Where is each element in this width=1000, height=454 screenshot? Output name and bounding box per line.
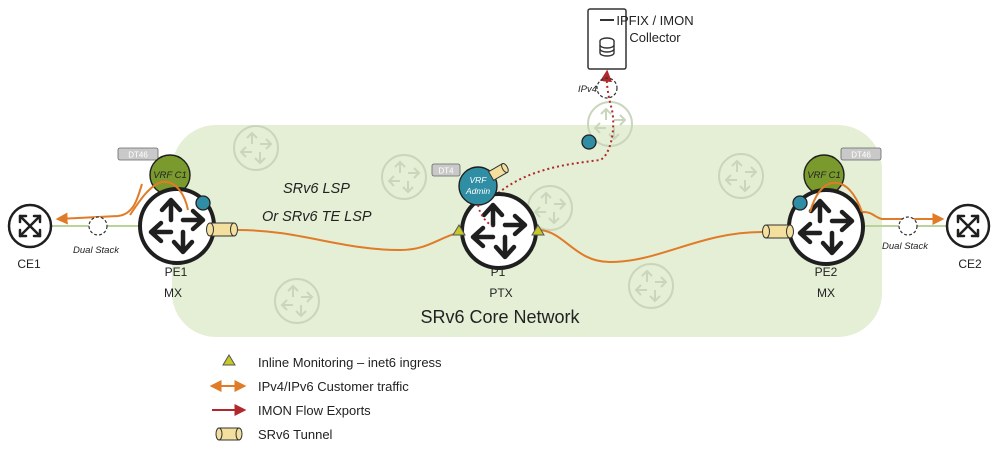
tunnel-icon [215, 427, 243, 441]
legend: Inline Monitoring – inet6 ingress IPv4/I… [209, 354, 442, 442]
pe2-type: MX [817, 286, 835, 300]
p1-router-icon [462, 194, 536, 268]
pe2-tunnel-icon [762, 224, 794, 239]
p1-tunnel-icon [487, 162, 509, 182]
pe2-interface-dot [792, 195, 808, 211]
pe1-interface-dot [195, 195, 211, 211]
p1-admin-label: Admin [465, 186, 490, 196]
pe1-vrf-label: VRF C1 [153, 170, 187, 181]
lsp-title: SRv6 LSP [283, 181, 350, 197]
pe2-dt46-tag [840, 147, 882, 161]
lsp-subtitle: Or SRv6 TE LSP [262, 209, 372, 225]
legend-item-exports: IMON Flow Exports [258, 403, 371, 418]
legend-item-monitoring: Inline Monitoring – inet6 ingress [258, 355, 442, 370]
pe2-name: PE2 [815, 265, 838, 279]
ce2-dual-stack-marker [898, 216, 918, 236]
p1-type: PTX [489, 286, 512, 300]
p1-monitor-left [452, 224, 466, 236]
triangle-icon [222, 354, 236, 366]
core-network-label: SRv6 Core Network [420, 307, 580, 327]
collector-title: IPFIX / IMON [616, 13, 693, 28]
pe1-name: PE1 [165, 265, 188, 279]
pe1-dt46-tag [117, 147, 159, 161]
ce1-label: CE1 [17, 257, 41, 271]
ce1-dual-stack-label: Dual Stack [73, 245, 120, 256]
legend-item-tunnel: SRv6 Tunnel [258, 427, 333, 442]
p1-vrf-label: VRF [470, 175, 488, 185]
pe1-type: MX [164, 286, 182, 300]
pe1-dt46-text: DT46 [128, 151, 148, 160]
ce2-label: CE2 [958, 257, 982, 271]
traffic-ce2 [847, 210, 945, 225]
p1-dt4-tag [431, 163, 461, 177]
ce1-router-icon [7, 203, 53, 249]
p1-dt4-text: DT4 [438, 167, 454, 176]
p1-monitor-right [531, 224, 545, 236]
traffic-ce1 [55, 183, 143, 225]
ipv4-label: IPv4 [578, 84, 597, 95]
ce2-dual-stack-label: Dual Stack [882, 241, 929, 252]
ipv4-encap-marker [596, 77, 618, 99]
ce2-router-icon [945, 203, 991, 249]
pe1-tunnel-icon [206, 222, 238, 237]
collector-subtitle: Collector [629, 30, 681, 45]
pe2-vrf-traffic [809, 181, 863, 213]
p1-name: P1 [491, 265, 506, 279]
collector-server [587, 8, 627, 70]
pe1-vrf-traffic [129, 180, 189, 216]
pe2-vrf-label: VRF C1 [807, 170, 841, 181]
pe2-dt46-text: DT46 [851, 151, 871, 160]
ce1-dual-stack-marker [88, 216, 108, 236]
export-interface-dot [581, 134, 597, 150]
legend-item-traffic: IPv4/IPv6 Customer traffic [258, 379, 409, 394]
